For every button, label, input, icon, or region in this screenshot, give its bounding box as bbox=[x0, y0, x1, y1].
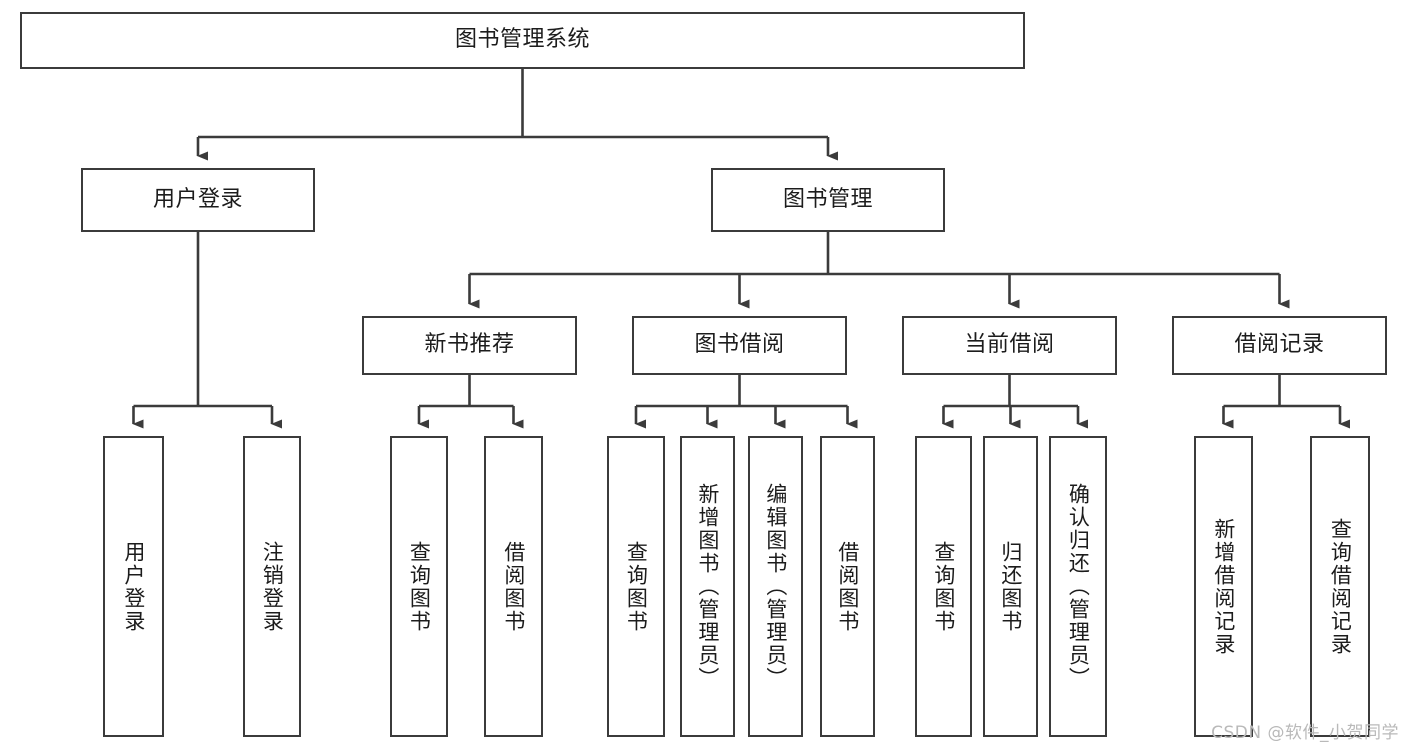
node-label: 借阅记录 bbox=[1234, 332, 1325, 358]
node-leaf[interactable]: 查询借阅记录 bbox=[1310, 436, 1370, 737]
node-label: 用户登录 bbox=[152, 186, 243, 212]
node-level3[interactable]: 新书推荐 bbox=[362, 316, 577, 375]
node-label: 查询图书 bbox=[624, 540, 649, 633]
node-leaf[interactable]: 查询图书 bbox=[915, 436, 972, 737]
node-label: 新书推荐 bbox=[424, 332, 515, 358]
node-label: 确认归还（管理员） bbox=[1066, 483, 1091, 690]
node-leaf[interactable]: 确认归还（管理员） bbox=[1049, 436, 1107, 737]
node-label: 借阅图书 bbox=[835, 540, 860, 633]
node-label: 借阅图书 bbox=[501, 540, 526, 633]
node-label: 查询图书 bbox=[407, 540, 432, 633]
node-label: 归还图书 bbox=[998, 540, 1023, 633]
node-leaf[interactable]: 查询图书 bbox=[390, 436, 448, 737]
node-leaf[interactable]: 用户登录 bbox=[103, 436, 164, 737]
node-leaf[interactable]: 归还图书 bbox=[983, 436, 1038, 737]
node-label: 当前借阅 bbox=[964, 332, 1055, 358]
node-level3[interactable]: 图书借阅 bbox=[632, 316, 847, 375]
node-leaf[interactable]: 注销登录 bbox=[243, 436, 301, 737]
node-leaf[interactable]: 新增借阅记录 bbox=[1194, 436, 1253, 737]
node-label: 新增图书（管理员） bbox=[695, 483, 720, 690]
node-level2[interactable]: 用户登录 bbox=[81, 168, 315, 232]
node-leaf[interactable]: 查询图书 bbox=[607, 436, 665, 737]
node-level2[interactable]: 图书管理 bbox=[711, 168, 945, 232]
node-root[interactable]: 图书管理系统 bbox=[20, 12, 1025, 69]
node-label: 图书管理系统 bbox=[454, 27, 590, 53]
node-leaf[interactable]: 新增图书（管理员） bbox=[680, 436, 735, 737]
node-label: 查询图书 bbox=[931, 540, 956, 633]
node-label: 新增借阅记录 bbox=[1211, 517, 1236, 656]
node-label: 查询借阅记录 bbox=[1328, 517, 1353, 656]
node-label: 编辑图书（管理员） bbox=[763, 483, 788, 690]
node-leaf[interactable]: 借阅图书 bbox=[820, 436, 875, 737]
node-label: 用户登录 bbox=[121, 540, 146, 633]
node-level3[interactable]: 当前借阅 bbox=[902, 316, 1117, 375]
node-label: 图书借阅 bbox=[694, 332, 785, 358]
node-label: 注销登录 bbox=[260, 540, 285, 633]
node-label: 图书管理 bbox=[782, 186, 873, 212]
node-level3[interactable]: 借阅记录 bbox=[1172, 316, 1387, 375]
node-leaf[interactable]: 编辑图书（管理员） bbox=[748, 436, 803, 737]
node-leaf[interactable]: 借阅图书 bbox=[484, 436, 543, 737]
